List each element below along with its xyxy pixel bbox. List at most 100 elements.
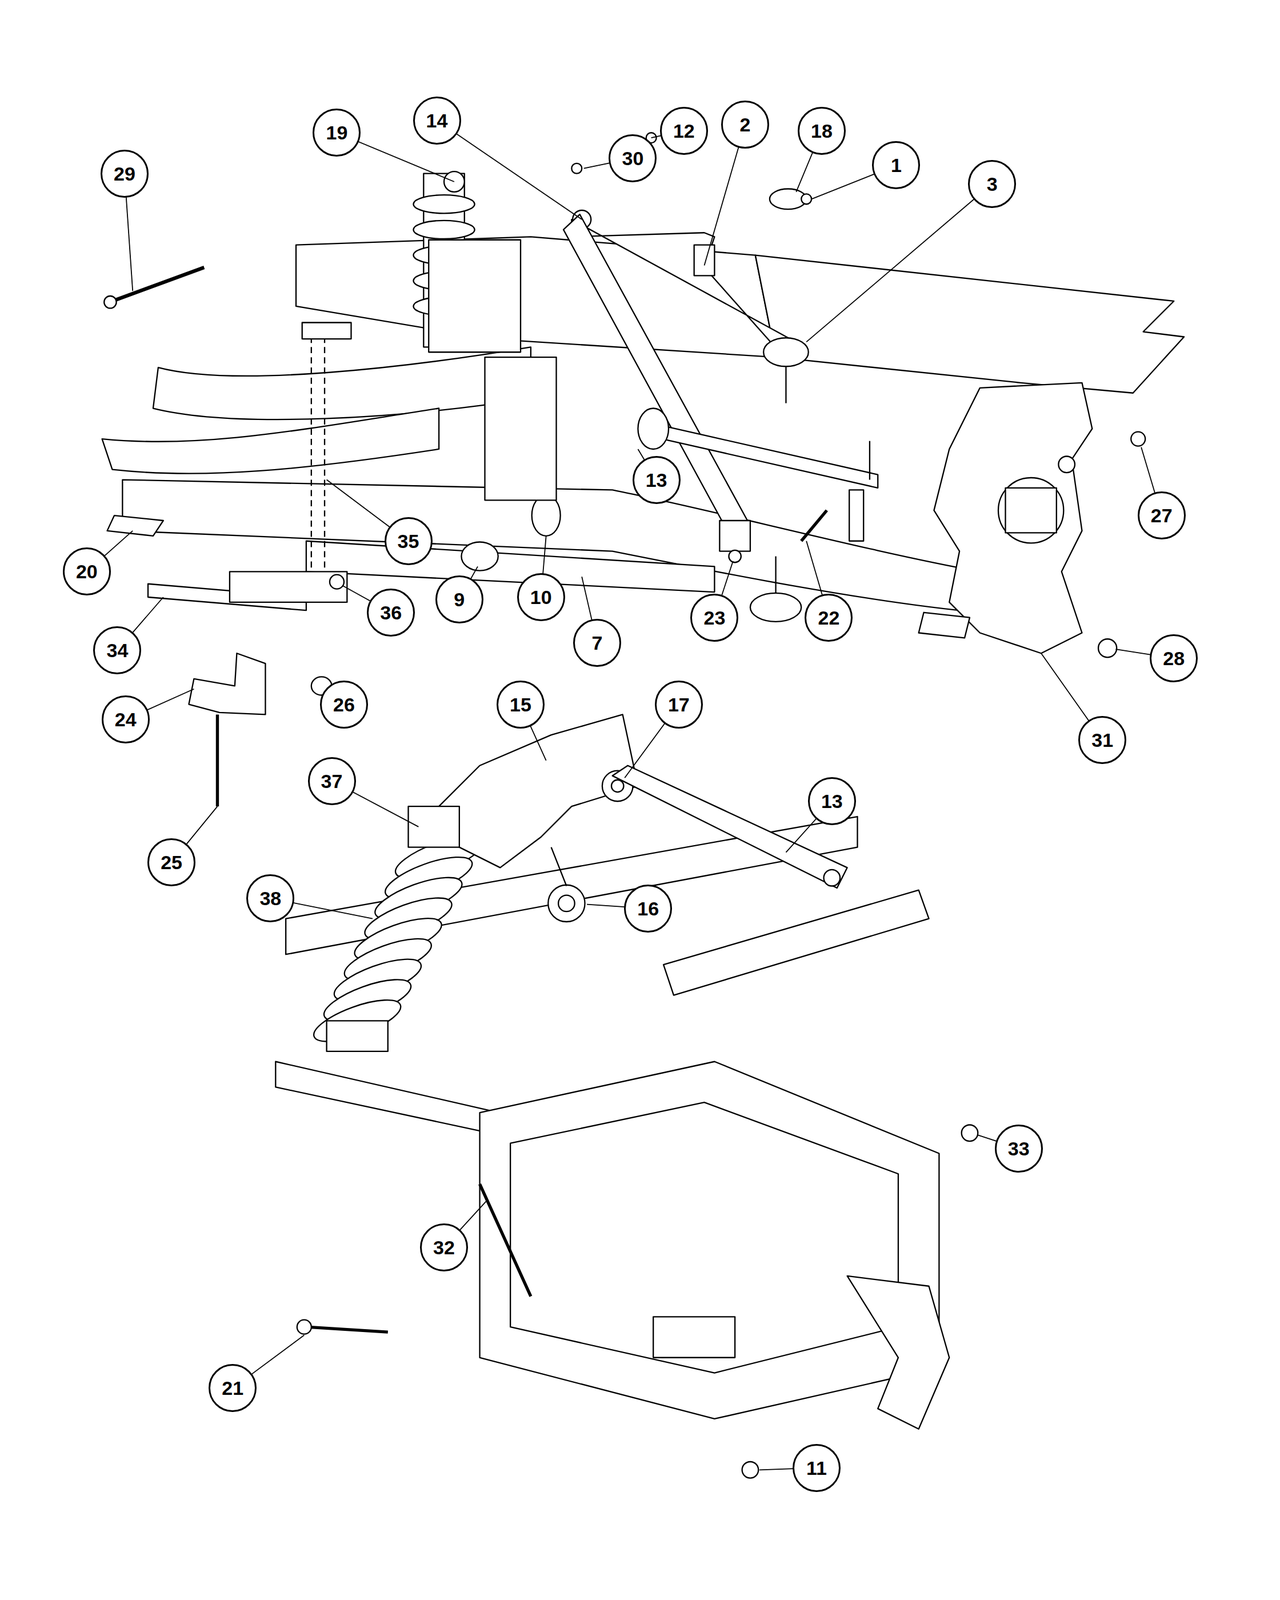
callout-number: 31 (1091, 730, 1114, 750)
steering-knuckle (918, 612, 970, 639)
steering-knuckle (998, 477, 1064, 543)
callout-circle: 30 (608, 134, 657, 183)
leader-line (437, 120, 583, 220)
frame-rail (153, 346, 531, 420)
axle-and-frame-lower (663, 890, 929, 996)
callout-circle: 20 (62, 547, 111, 596)
coil-spring (309, 828, 487, 1051)
callout-circle: 34 (93, 626, 142, 675)
axle-and-frame-lower (653, 1316, 735, 1358)
track-bar-bracket (551, 847, 567, 887)
stabilizer-bar (310, 326, 312, 572)
spring-shock (413, 171, 556, 500)
lower-ball-joint (750, 593, 802, 622)
callout-number: 12 (673, 121, 695, 141)
lower-ball-joint (750, 556, 802, 622)
callout-circle: 21 (208, 1364, 257, 1412)
steering-knuckle (1058, 456, 1075, 473)
callout-number: 23 (703, 608, 726, 628)
stabilizer-bar (302, 322, 352, 339)
callout-number: 22 (818, 608, 840, 628)
axle-and-frame-lower (480, 1061, 940, 1419)
upper-control-arm (571, 163, 582, 174)
drag-link (637, 408, 669, 450)
callout-number: 24 (114, 709, 137, 730)
callout-number: 35 (397, 531, 420, 551)
callout-number: 38 (259, 888, 282, 908)
callout-circle: 10 (517, 573, 566, 622)
axle-and-frame-lower (510, 1102, 899, 1373)
track-bar-bracket (612, 765, 848, 888)
stabilizer-bar (324, 326, 326, 572)
track-bar-bracket (548, 885, 585, 922)
stabilizer-bar (216, 714, 219, 807)
spring-shock (428, 240, 521, 352)
callout-circle: 38 (246, 874, 295, 923)
coil-spring (326, 1020, 388, 1052)
callout-number: 17 (668, 694, 690, 715)
callout-number: 29 (113, 164, 136, 184)
callout-number: 32 (433, 1237, 455, 1258)
callout-number: 14 (426, 110, 448, 131)
callout-circle: 12 (660, 106, 708, 155)
track-bar-bracket (824, 869, 841, 887)
steering-knuckle (1098, 638, 1117, 658)
track-bar-bracket (558, 895, 575, 912)
callout-circle: 14 (413, 96, 462, 145)
drag-link (653, 423, 878, 488)
fasteners (297, 1320, 312, 1335)
callout-circle: 32 (420, 1223, 468, 1272)
callout-circle: 37 (308, 757, 356, 806)
callout-number: 7 (592, 633, 603, 653)
axle-and-frame-lower (847, 1276, 950, 1430)
callout-number: 11 (806, 1458, 827, 1478)
callout-circle: 16 (624, 884, 672, 933)
spring-shock (484, 357, 556, 500)
callout-circle: 29 (100, 149, 149, 198)
upper-control-arm (763, 337, 809, 367)
frame-rail (296, 236, 776, 358)
stabilizer-bar (329, 574, 344, 590)
callout-circle: 26 (320, 680, 368, 729)
front-axle (306, 541, 715, 592)
fasteners (306, 1326, 388, 1332)
callout-number: 2 (740, 114, 751, 135)
callout-number: 13 (645, 470, 668, 490)
callout-circle: 33 (994, 1124, 1043, 1173)
callout-number: 25 (160, 852, 183, 872)
callout-circle: 19 (312, 108, 361, 157)
callout-circle: 36 (366, 588, 415, 637)
steering-knuckle (933, 382, 1092, 654)
callout-circle: 13 (808, 777, 856, 826)
stabilizer-bar (188, 653, 266, 715)
callout-number: 34 (106, 640, 129, 660)
callout-number: 26 (333, 694, 355, 715)
track-bar (563, 214, 751, 563)
steering-knuckle (869, 441, 871, 480)
fasteners (297, 1125, 978, 1479)
drag-link (849, 489, 864, 541)
track-bar (728, 550, 741, 563)
callout-circle: 25 (147, 838, 196, 887)
track-bar (563, 214, 751, 542)
callout-circle: 7 (573, 618, 622, 667)
callout-circle: 1 (872, 141, 920, 190)
frame-rail (755, 255, 1184, 394)
callout-number: 28 (1162, 648, 1185, 668)
callout-number: 27 (1150, 505, 1173, 526)
leader-line (806, 184, 992, 343)
callout-circle: 2 (721, 100, 770, 149)
callout-circle: 15 (496, 680, 545, 729)
callout-number: 18 (810, 121, 833, 141)
fasteners (480, 1184, 531, 1296)
steering-knuckle (1130, 432, 1146, 447)
stabilizer-bar (112, 267, 204, 302)
spring-shock (413, 194, 475, 214)
callout-number: 36 (380, 602, 402, 623)
callout-number: 10 (530, 587, 552, 607)
fasteners (742, 1461, 759, 1479)
track-bar-bracket (611, 780, 624, 792)
